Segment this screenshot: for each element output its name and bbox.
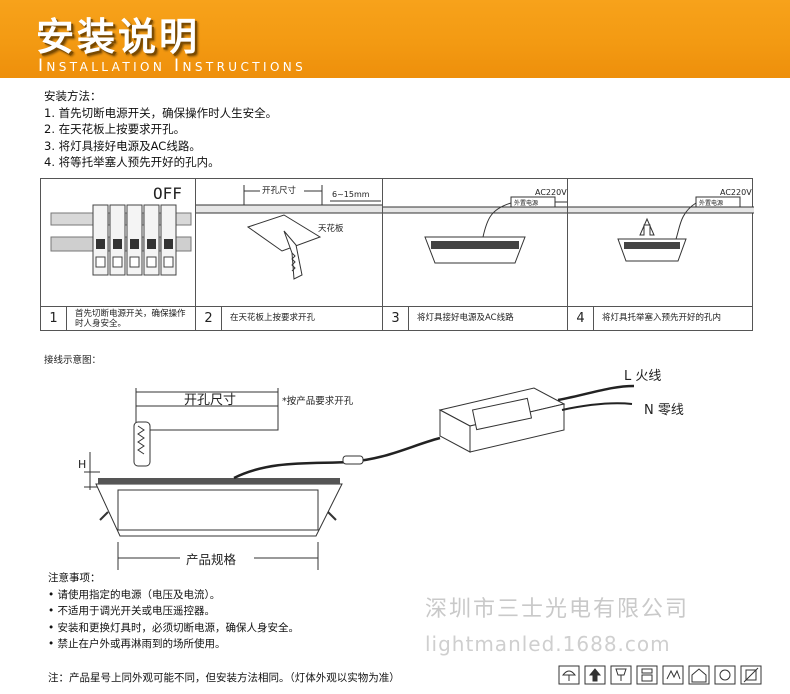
install-method: 安装方法： 1. 首先切断电源开关，确保操作时人生安全。 2. 在天花板上按要求… [44,88,277,171]
recycle-icon [714,665,736,685]
ac-label: AC220V [720,188,752,197]
wiring-illustration: AC220V 外置电源 [383,188,569,264]
note-text: 请使用指定的电源（电压及电流）。 [57,588,221,601]
header-banner: 安装说明 Installation Instructions [0,0,790,78]
panel-number: 3 [383,307,409,330]
step-panel-3: AC220V 外置电源 3 将灯具接好电源及AC线路 [382,178,569,331]
neutral-wire-label: N 零线 [644,403,684,418]
note-item: • 请使用指定的电源（电压及电流）。 [48,588,221,601]
driver-label: 外置电源 [699,199,723,207]
hole-note-label: *按产品要求开孔 [282,395,354,407]
step-panel-4: AC220V 外置电源 4 将灯具托举塞入预先开好的孔内 [567,178,754,331]
thickness-label: 6~15mm [332,190,370,199]
note-item: • 安装和更换灯具时，必须切断电源，确保人身安全。 [48,621,300,634]
panel-caption-text: 将灯具托举塞入预先开好的孔内 [602,313,722,323]
ceiling-label: 天花板 [318,223,344,234]
wiring-diagram-label: 接线示意图： [44,355,102,366]
method-step: 4. 将等托举塞人预先开好的孔内。 [44,155,220,169]
wiring-diagram: 开孔尺寸 *按产品要求开孔 H L 火线 N 零线 产品规格 [78,369,684,570]
spec-label: 产品规格 [186,552,237,567]
watermark-company: 深圳市三士光电有限公司 [425,597,690,622]
panel-caption-2: 2 在天花板上按要求开孔 [196,306,382,330]
panel-caption-text: 在天花板上按要求开孔 [230,313,316,323]
step-panel-2: 开孔尺寸 6~15mm 天花板 2 在天花板上按要求开孔 [195,178,384,331]
height-label: H [78,458,86,471]
method-step: 1. 首先切断电源开关，确保操作时人生安全。 [44,105,278,120]
notes: 注意事项： • 请使用指定的电源（电压及电流）。 • 不适用于调光开关或电压遥控… [48,570,299,653]
home-icon [688,665,710,685]
panel-caption-4: 4 将灯具托举塞入预先开好的孔内 [568,306,752,330]
this-way-up-icon [584,665,606,685]
panel-caption-3: 3 将灯具接好电源及AC线路 [383,306,567,330]
note-text: 不适用于调光开关或电压遥控器。 [57,605,216,617]
page-subtitle: Installation Instructions [38,56,307,76]
ac-label: AC220V [535,188,567,197]
mount-illustration: AC220V 外置电源 [568,188,754,262]
method-step: 3. 将灯具接好电源及AC线路。 [44,138,201,153]
note-item: • 不适用于调光开关或电压遥控器。 [48,605,216,617]
notes-heading: 注意事项： [48,572,101,584]
driver-label: 外置电源 [514,199,538,207]
hand-carry-icon [662,665,684,685]
note-text: 安装和更换灯具时，必须切断电源，确保人身安全。 [57,621,300,634]
breaker-illustration: OFF [50,184,192,276]
hole-size-label: 开孔尺寸 [262,185,297,196]
hole-size-label: 开孔尺寸 [184,393,236,408]
package-symbols [558,665,762,685]
panel-caption-1: 1 首先切断电源开关，确保操作时人身安全。 [41,306,195,330]
stack-limit-icon [636,665,658,685]
fragile-icon [610,665,632,685]
note-item: • 禁止在户外或再淋雨到的场所使用。 [48,638,226,650]
page-title: 安装说明 [36,15,201,59]
watermark-url: lightmanled.1688.com [425,632,671,656]
method-heading: 安装方法： [44,89,102,103]
umbrella-icon [558,665,580,685]
arrow-up-icon [639,217,655,236]
panel-number: 4 [568,307,594,330]
method-step: 2. 在天花板上按要求开孔。 [44,122,186,136]
panel-number: 2 [196,307,222,330]
live-wire-label: L 火线 [624,369,661,384]
off-label: OFF [153,184,182,203]
no-roll-icon [740,665,762,685]
note-text: 禁止在户外或再淋雨到的场所使用。 [57,638,226,650]
panel-caption-text: 首先切断电源开关，确保操作时人身安全。 [75,309,186,329]
ceiling-cut-illustration: 开孔尺寸 6~15mm 天花板 [196,183,384,280]
step-panel-1: OFF 1 首先切断电源开关，确保操作时人身安全。 [40,178,196,331]
panel-number: 1 [41,307,67,330]
footnote: 注：产品星号上同外观可能不同，但安装方法相同。（灯体外观以实物为准） [48,672,400,684]
panel-caption-text: 将灯具接好电源及AC线路 [417,313,514,323]
